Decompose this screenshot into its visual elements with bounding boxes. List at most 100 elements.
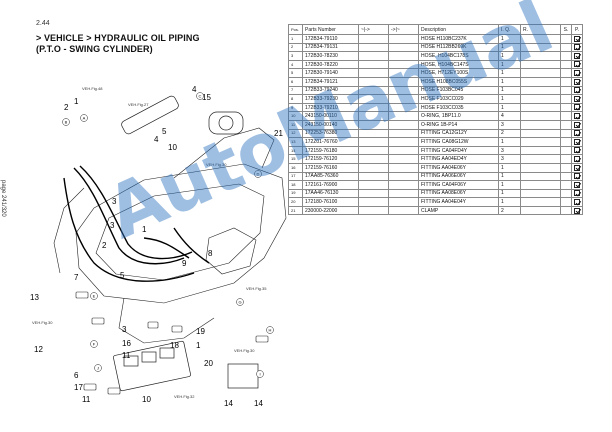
cell-r: [520, 137, 561, 147]
cell-iq: 2: [498, 205, 521, 216]
cell-part-number: 172B30-78230: [302, 51, 359, 61]
callout-3b: 3: [110, 221, 115, 230]
hose-lines: [63, 165, 210, 282]
checkbox-checked-icon[interactable]: [574, 44, 580, 51]
checkbox-checked-icon[interactable]: [574, 121, 580, 128]
cell-description: FITTING AA06E06Y: [418, 171, 499, 182]
cell-to: [388, 180, 419, 190]
cell-iq: 1: [498, 197, 521, 207]
machine-frame-outline: [53, 127, 287, 344]
callout-19: 19: [196, 327, 205, 336]
cell-pos: 13: [288, 137, 303, 147]
cell-r: [520, 59, 561, 70]
cell-to: [388, 34, 419, 44]
cell-from: [358, 205, 389, 216]
cell-part-number: 243150-00110: [302, 111, 359, 121]
cell-description: HOSE H110BC237K: [418, 34, 499, 44]
ref-fig30a: VEH.Fig.30: [206, 162, 227, 167]
cell-p: [571, 85, 583, 96]
cell-pos: 3: [288, 51, 303, 61]
cell-from: [358, 180, 389, 190]
callout-13: 13: [30, 293, 39, 302]
cell-from: [358, 102, 389, 113]
cell-iq: 1: [498, 180, 521, 190]
checkbox-checked-icon[interactable]: [574, 164, 580, 171]
cell-pos: 6: [288, 76, 303, 87]
cell-p: [571, 119, 583, 130]
checkbox-checked-icon[interactable]: [574, 61, 580, 68]
cell-pos: 11: [288, 119, 303, 130]
checkbox-checked-icon[interactable]: [574, 155, 580, 162]
cell-description: FITTING AA04ED4Y: [418, 154, 499, 164]
cell-to: [388, 68, 419, 78]
ref-fig32: VEH.Fig.32: [174, 394, 195, 399]
cell-s: [560, 162, 572, 173]
cell-part-number: 172B33-79240: [302, 85, 359, 96]
circle-letter-H: H: [269, 328, 272, 333]
cell-to: [388, 42, 419, 53]
cell-description: HOSE F103CC029: [418, 94, 499, 104]
cell-to: [388, 111, 419, 121]
parts-table: Pos. Parts Number ~|-> ->|~ Description …: [288, 24, 583, 216]
cell-description: HOSE H108BC055S: [418, 76, 499, 87]
cell-to: [388, 145, 419, 156]
cell-to: [388, 94, 419, 104]
cell-to: [388, 154, 419, 164]
section-number: 2.44: [36, 20, 50, 27]
cell-r: [520, 145, 561, 156]
cell-to: [388, 137, 419, 147]
checkbox-checked-icon[interactable]: [574, 147, 580, 154]
callout-4b: 4: [192, 85, 197, 94]
cell-iq: 1: [498, 162, 521, 173]
cell-p: [571, 162, 583, 173]
cell-r: [520, 154, 561, 164]
callout-10: 10: [168, 143, 177, 152]
circle-letter-J: J: [97, 366, 99, 371]
cell-pos: 14: [288, 145, 303, 156]
cell-iq: 1: [498, 34, 521, 44]
cell-from: [358, 94, 389, 104]
cell-p: [571, 171, 583, 182]
checkbox-checked-icon[interactable]: [574, 95, 580, 102]
checkbox-checked-icon[interactable]: [574, 130, 580, 137]
cell-part-number: 172B34-79110: [302, 34, 359, 44]
checkbox-checked-icon[interactable]: [574, 104, 580, 111]
callout-15: 15: [202, 93, 211, 102]
checkbox-checked-icon[interactable]: [574, 173, 580, 180]
checkbox-checked-icon[interactable]: [574, 198, 580, 205]
checkbox-checked-icon[interactable]: [574, 35, 580, 42]
cell-pos: 21: [288, 205, 303, 216]
checkbox-checked-icon[interactable]: [574, 52, 580, 59]
checkbox-checked-icon[interactable]: [574, 181, 580, 188]
circle-letter-B: B: [65, 120, 68, 125]
cell-description: FITTING AA04E04Y: [418, 197, 499, 207]
cell-iq: 1: [498, 51, 521, 61]
checkbox-checked-icon[interactable]: [574, 207, 580, 214]
checkbox-checked-icon[interactable]: [574, 138, 580, 145]
cell-p: [571, 188, 583, 199]
checkbox-checked-icon[interactable]: [574, 78, 580, 85]
checkbox-checked-icon[interactable]: [574, 70, 580, 76]
cell-description: HOSE, H104BC147S: [418, 59, 499, 70]
callout-20: 20: [204, 359, 213, 368]
checkbox-checked-icon[interactable]: [574, 190, 580, 197]
cell-r: [520, 42, 561, 53]
cell-p: [571, 205, 583, 216]
cell-part-number: 172B30-78220: [302, 59, 359, 70]
cell-pos: 1: [288, 34, 303, 44]
cell-pos: 15: [288, 154, 303, 164]
circle-letter-A: A: [83, 116, 86, 121]
callout-4: 4: [154, 135, 159, 144]
cell-p: [571, 128, 583, 139]
cell-p: [571, 34, 583, 44]
checkbox-checked-icon[interactable]: [574, 87, 580, 94]
cell-p: [571, 102, 583, 113]
cell-iq: 1: [498, 76, 521, 87]
checkbox-checked-icon[interactable]: [574, 112, 580, 119]
callout-1b: 1: [142, 225, 147, 234]
